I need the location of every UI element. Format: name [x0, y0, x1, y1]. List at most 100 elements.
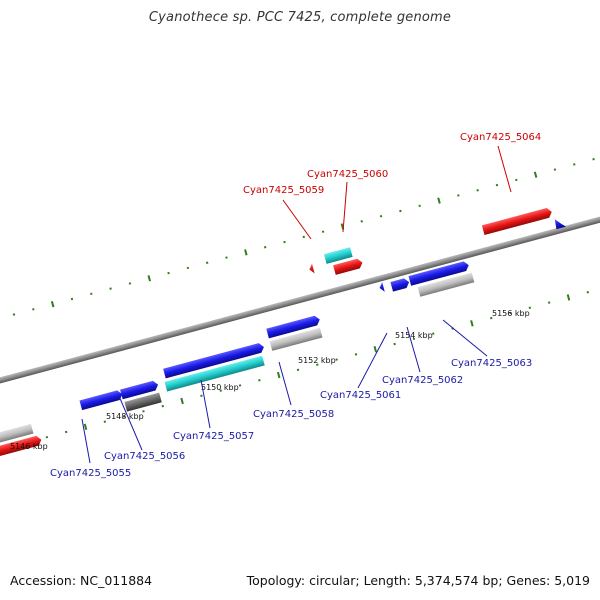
kbp-labels: 5146 kbp 5148 kbp 5150 kbp 5152 kbp 5154…	[10, 309, 530, 451]
minor-tick	[457, 194, 460, 197]
gene-left-red[interactable]	[0, 435, 43, 459]
kbp-label: 5154 kbp	[395, 331, 433, 340]
gene-label-5062: Cyan7425_5062	[382, 375, 463, 386]
gene-5062-arrow[interactable]	[390, 277, 410, 292]
gene-5058-bar[interactable]	[269, 327, 323, 351]
gene-label-5057: Cyan7425_5057	[173, 431, 254, 442]
minor-tick	[109, 287, 112, 290]
minor-tick	[90, 292, 93, 296]
gene-right-blue[interactable]	[554, 217, 567, 230]
minor-tick	[547, 301, 551, 304]
minor-tick	[12, 313, 16, 316]
gene-5057-arrow[interactable]	[163, 342, 265, 379]
minor-tick	[103, 420, 107, 423]
minor-tick	[418, 204, 421, 208]
minor-tick	[509, 311, 512, 315]
major-tick	[83, 423, 88, 430]
minor-tick	[200, 394, 203, 398]
minor-tick	[316, 363, 319, 366]
leader-lines	[81, 145, 512, 464]
minor-tick	[258, 379, 261, 382]
major-tick	[180, 397, 184, 405]
minor-tick	[489, 316, 493, 320]
minor-tick	[432, 332, 435, 335]
gene-5058-arrow[interactable]	[266, 315, 321, 339]
major-tick	[244, 249, 248, 256]
minor-tick	[393, 342, 396, 346]
gene-5064-arrow[interactable]	[481, 207, 553, 236]
minor-tick	[354, 353, 358, 356]
gene-5063-bar[interactable]	[417, 272, 475, 297]
minor-tick	[412, 337, 416, 341]
genome-backbone	[0, 209, 600, 391]
minor-tick	[379, 214, 383, 218]
gene-5060-arrow[interactable]	[333, 258, 364, 275]
minor-tick	[161, 404, 165, 408]
minor-tick	[335, 358, 338, 361]
kbp-label: 5146 kbp	[10, 442, 48, 451]
minor-tick	[263, 245, 267, 249]
gene-label-5060: Cyan7425_5060	[307, 169, 388, 180]
minor-tick	[64, 430, 68, 434]
gene-5060-bar[interactable]	[323, 247, 353, 264]
gene-features	[0, 207, 567, 459]
minor-tick	[296, 368, 300, 372]
minor-tick	[399, 209, 402, 213]
gene-label-5059: Cyan7425_5059	[243, 185, 324, 196]
gene-label-5055: Cyan7425_5055	[50, 468, 131, 479]
minor-tick	[122, 415, 126, 418]
minor-tick	[553, 168, 557, 171]
minor-tick	[495, 183, 499, 187]
major-tick	[147, 275, 151, 282]
minor-tick	[142, 410, 145, 413]
kbp-label: 5148 kbp	[106, 412, 144, 421]
minor-tick	[586, 291, 590, 294]
major-tick	[533, 171, 538, 178]
major-tick	[566, 294, 571, 301]
gene-5061-arrow[interactable]	[378, 282, 385, 293]
genome-title: Cyanothece sp. PCC 7425, complete genome	[148, 10, 452, 25]
kbp-label: 5150 kbp	[201, 383, 239, 392]
major-tick	[50, 301, 55, 308]
accession-text: Accession: NC_011884	[10, 573, 153, 588]
gene-label-5056: Cyan7425_5056	[104, 451, 185, 462]
minor-tick	[45, 435, 49, 439]
minor-tick	[219, 389, 222, 392]
major-tick	[276, 371, 281, 379]
minor-tick	[283, 240, 286, 244]
gene-label-5063: Cyan7425_5063	[451, 358, 532, 369]
minor-tick	[186, 266, 190, 270]
gene-5055-arrow[interactable]	[79, 389, 123, 411]
gene-5059-arrow[interactable]	[308, 263, 315, 275]
gene-5057-bar[interactable]	[164, 355, 265, 392]
minor-tick	[32, 308, 35, 311]
gene-label-5058: Cyan7425_5058	[253, 409, 334, 420]
minor-tick	[360, 220, 363, 223]
minor-tick	[528, 306, 532, 310]
major-tick	[373, 346, 378, 353]
minor-tick	[225, 256, 228, 259]
minor-tick	[515, 178, 518, 182]
major-tick	[470, 320, 474, 327]
gene-label-5061: Cyan7425_5061	[320, 390, 401, 401]
minor-tick	[128, 282, 132, 285]
minor-tick	[205, 261, 209, 264]
gene-5056-bar[interactable]	[124, 392, 162, 412]
minor-tick	[302, 235, 306, 239]
gene-left-bar[interactable]	[0, 423, 34, 446]
kbp-label: 5152 kbp	[298, 356, 336, 365]
minor-tick	[70, 297, 74, 301]
gene-label-5064: Cyan7425_5064	[460, 132, 541, 143]
minor-tick	[592, 157, 595, 161]
gene-5056-arrow[interactable]	[120, 380, 159, 400]
minor-tick	[476, 189, 479, 192]
minor-tick	[573, 163, 576, 166]
genome-info-text: Topology: circular; Length: 5,374,574 bp…	[246, 573, 590, 588]
minor-tick	[238, 384, 242, 387]
minor-tick	[167, 271, 170, 275]
kbp-label: 5156 kbp	[492, 309, 530, 318]
gene-5063-arrow[interactable]	[408, 260, 471, 286]
minor-tick	[321, 230, 325, 233]
major-tick	[437, 197, 441, 204]
